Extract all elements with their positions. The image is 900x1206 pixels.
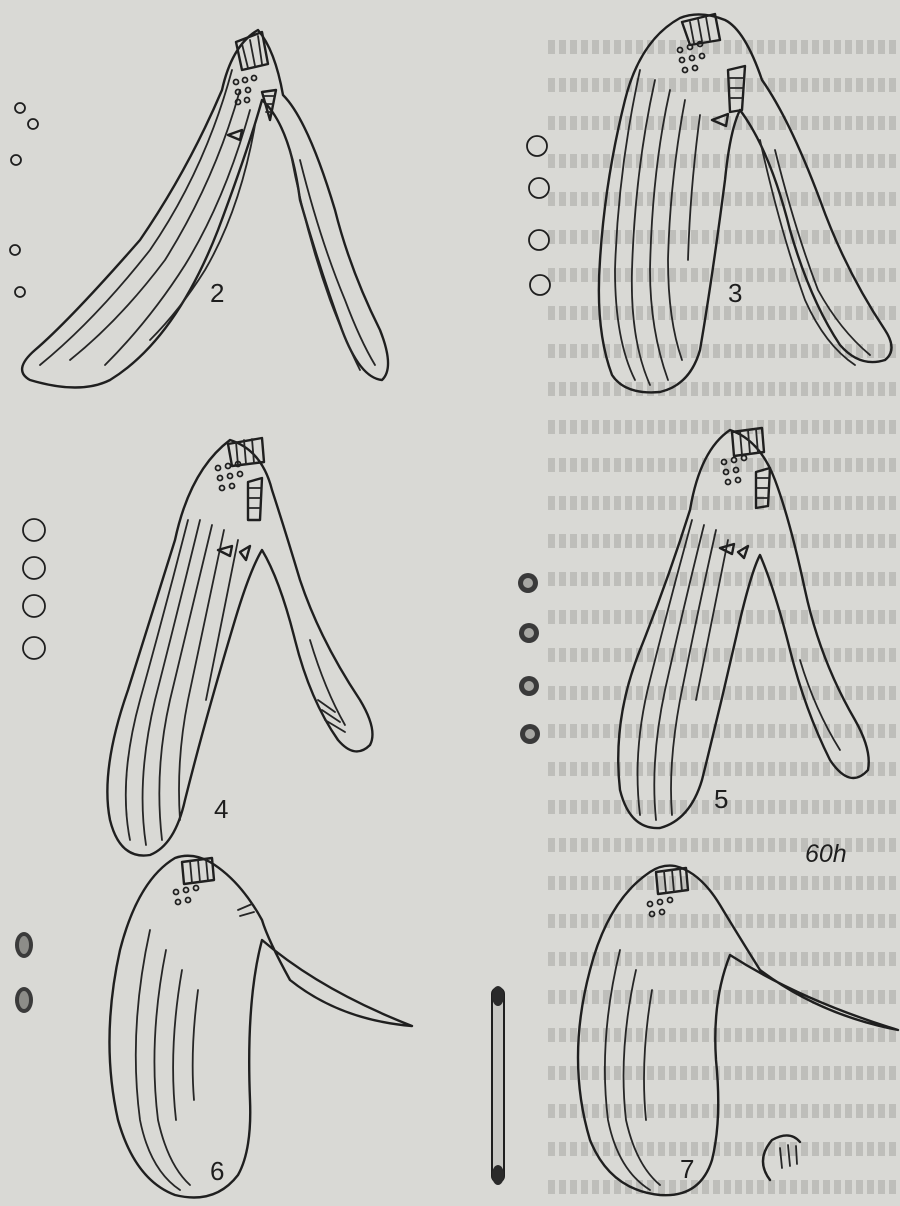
- figure-3-label: 3: [728, 278, 742, 308]
- figure-5-granules: [518, 573, 540, 744]
- figure-4-cell: 4: [107, 438, 372, 856]
- rod-structure: [492, 986, 504, 1185]
- figure-6-cell: 6: [109, 856, 412, 1198]
- figure-5-cell: 5: [618, 428, 869, 828]
- figure-3-cell: 3: [599, 14, 892, 392]
- figure-2-granules: [10, 103, 38, 297]
- plate-label: 60h: [805, 840, 847, 868]
- figure-7-label: 7: [680, 1154, 694, 1184]
- figure-7-cell: 7: [578, 866, 898, 1196]
- figure-4-label: 4: [214, 794, 228, 824]
- figure-2-cell: 2: [22, 30, 388, 388]
- figure-6-granules: [15, 932, 33, 1013]
- figure-5-label: 5: [714, 784, 728, 814]
- figure-2-label: 2: [210, 278, 224, 308]
- figure-6-label: 6: [210, 1156, 224, 1186]
- figure-3-granules: [527, 136, 550, 295]
- figure-4-granules: [23, 519, 45, 659]
